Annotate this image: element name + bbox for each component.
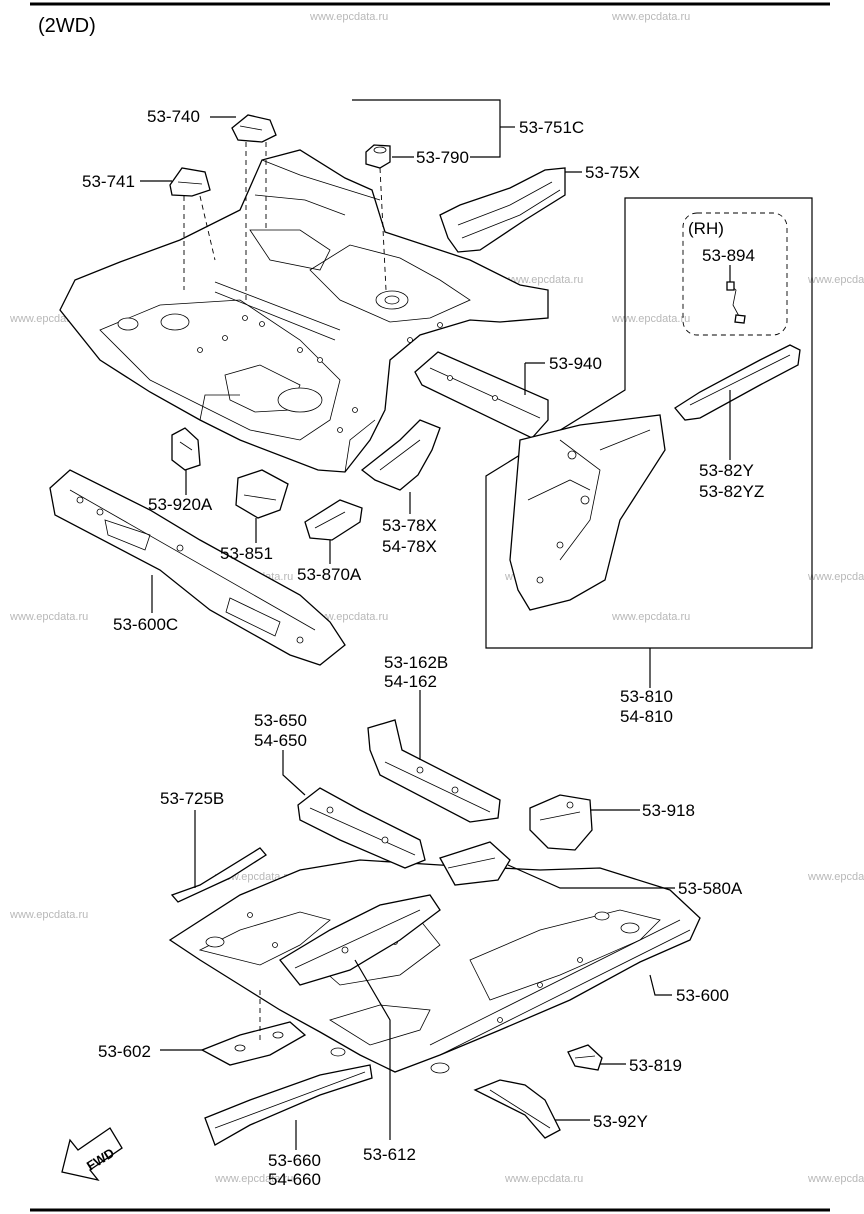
watermark: www.epcdata.ru [611,313,690,325]
label-53-600c[interactable]: 53-600C [113,615,178,634]
part-53-725b[interactable] [170,847,267,903]
part-53-894[interactable] [726,281,746,324]
watermark: www.epcdata.ru [807,571,864,583]
fwd-arrow-icon: FWD [61,1127,123,1182]
part-53-82y[interactable] [674,344,801,421]
part-53-918[interactable] [529,794,593,851]
label-53-725b[interactable]: 53-725B [160,789,224,808]
label-53-851[interactable]: 53-851 [220,544,273,563]
label-53-580a[interactable]: 53-580A [678,879,743,898]
label-53-918[interactable]: 53-918 [642,801,695,820]
label-53-612[interactable]: 53-612 [363,1145,416,1164]
label-54-810[interactable]: 54-810 [620,707,673,726]
label-54-78x[interactable]: 54-78X [382,537,437,556]
label-53-82y[interactable]: 53-82Y [699,461,754,480]
label-54-650[interactable]: 54-650 [254,731,307,750]
part-53-612[interactable] [279,894,441,986]
label-53-741[interactable]: 53-741 [82,172,135,191]
rh-label: (RH) [688,219,724,238]
watermark: www.epcdata.ru [611,611,690,623]
rear-floor-pan[interactable] [59,149,549,473]
watermark: www.epcdata.ru [309,611,388,623]
part-53-740[interactable] [231,114,277,143]
label-53-790[interactable]: 53-790 [416,148,469,167]
label-53-894[interactable]: 53-894 [702,246,755,265]
part-53-920a[interactable] [171,427,201,471]
label-53-602[interactable]: 53-602 [98,1042,151,1061]
part-53-660[interactable] [204,1064,373,1146]
page-title: (2WD) [38,15,96,37]
part-53-600[interactable] [168,859,701,1074]
label-53-940[interactable]: 53-940 [549,354,602,373]
watermark: www.epcdata.ru [611,11,690,23]
part-53-790[interactable] [365,144,391,169]
label-54-660[interactable]: 54-660 [268,1170,321,1189]
part-53-600c[interactable] [49,469,346,666]
part-53-870a[interactable] [304,499,363,541]
part-53-810[interactable] [509,414,666,611]
label-53-162b[interactable]: 53-162B [384,653,448,672]
label-53-75x[interactable]: 53-75X [585,163,640,182]
watermark: www.epcdata.ru [9,611,88,623]
part-53-78x[interactable] [360,419,441,491]
label-53-920a[interactable]: 53-920A [148,495,213,514]
part-53-810-box [485,197,813,649]
label-53-751c[interactable]: 53-751C [519,118,584,137]
label-53-650[interactable]: 53-650 [254,711,307,730]
watermark: www.epcdata.ru [807,1173,864,1185]
part-53-741[interactable] [169,167,211,197]
part-53-940[interactable] [414,351,549,439]
part-53-75x[interactable] [439,167,566,253]
part-53-851[interactable] [235,469,289,519]
rh-detail-box [682,212,788,336]
label-53-82yz[interactable]: 53-82YZ [699,482,764,501]
part-53-602[interactable] [200,1021,307,1066]
label-53-660[interactable]: 53-660 [268,1151,321,1170]
part-labels: 53-740 53-741 53-751C 53-790 53-75X 53-8… [82,107,764,1189]
label-53-819[interactable]: 53-819 [629,1056,682,1075]
label-54-162[interactable]: 54-162 [384,672,437,691]
part-53-650[interactable] [297,787,426,869]
watermark: www.epcdata.ru [214,1173,293,1185]
part-53-162b[interactable] [367,719,501,823]
watermark: www.epcdata.ru [504,1173,583,1185]
label-53-92y[interactable]: 53-92Y [593,1112,648,1131]
part-53-580a[interactable] [439,841,511,886]
watermark: www.epcdata.ru [807,871,864,883]
label-53-78x[interactable]: 53-78X [382,516,437,535]
label-53-740[interactable]: 53-740 [147,107,200,126]
watermark: www.epcdata.ru [504,274,583,286]
part-53-819[interactable] [567,1044,603,1071]
label-53-600[interactable]: 53-600 [676,986,729,1005]
part-53-92y[interactable] [473,1079,561,1139]
label-53-870a[interactable]: 53-870A [297,565,362,584]
watermark: www.epcdata.ru [807,274,864,286]
watermark: www.epcdata.ru [309,11,388,23]
watermark: www.epcdata.ru [9,909,88,921]
label-53-810[interactable]: 53-810 [620,687,673,706]
